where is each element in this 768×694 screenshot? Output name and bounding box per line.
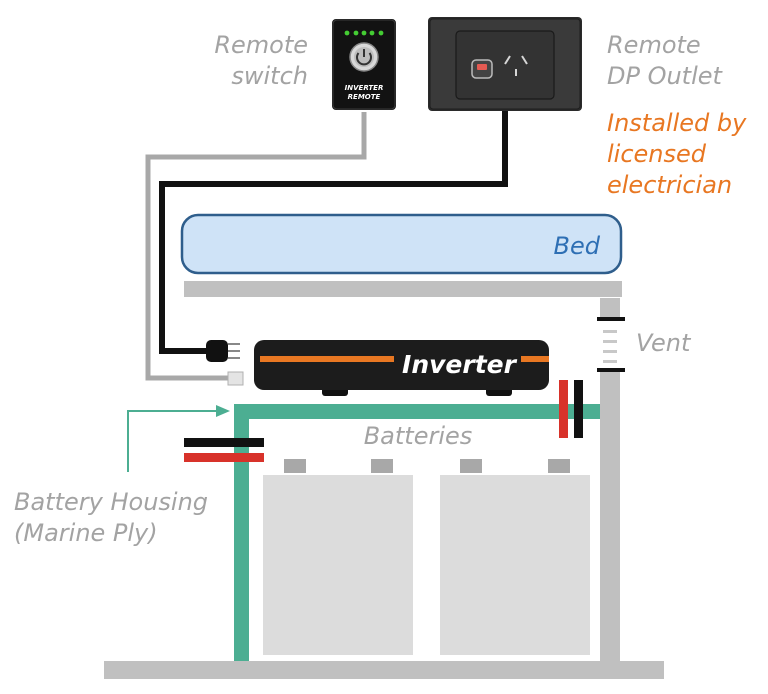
- battery-left: [263, 459, 413, 655]
- bed: Bed: [180, 213, 623, 275]
- remote-switch-label-line2: switch: [231, 62, 308, 90]
- battery-terminal: [284, 459, 306, 473]
- remote-device-label-line2: REMOTE: [348, 93, 381, 101]
- vent: [597, 298, 625, 664]
- led-icon: [369, 30, 375, 36]
- inverter-stripe: [260, 356, 394, 362]
- floor: [104, 661, 664, 679]
- led-icon: [353, 30, 359, 36]
- power-socket-icon: [504, 55, 528, 76]
- housing-vent-gap-panel: [589, 404, 600, 419]
- dp-outlet-device: [428, 17, 582, 111]
- bed-mattress: [180, 213, 623, 275]
- installed-by-label-line3: electrician: [607, 171, 732, 199]
- battery-housing-callout-arrow: [127, 405, 230, 472]
- inverter-body: [254, 340, 549, 390]
- battery-housing-label-line2: (Marine Ply): [14, 519, 158, 547]
- vent-label: Vent: [636, 329, 692, 357]
- inverter-label: Inverter: [402, 350, 518, 379]
- led-icon: [361, 30, 367, 36]
- remote-led-indicators: [344, 30, 384, 36]
- power-icon: [349, 42, 379, 72]
- left-cable-entry: [184, 438, 264, 462]
- led-icon: [344, 30, 350, 36]
- battery-body: [263, 475, 413, 655]
- battery-housing-label: Battery Housing (Marine Ply): [14, 488, 208, 547]
- battery-terminal: [460, 459, 482, 473]
- battery-right: [440, 459, 590, 655]
- housing-top-panel: [234, 404, 600, 419]
- power-plug-icon: [206, 340, 240, 362]
- bed-label: Bed: [554, 232, 601, 260]
- outlet-cable: [159, 110, 508, 354]
- installed-by-label: Installed by licensed electrician: [607, 109, 747, 199]
- battery-housing-label-line1: Battery Housing: [14, 488, 208, 516]
- inverter: Inverter: [254, 340, 549, 396]
- battery-body: [440, 475, 590, 655]
- remote-cable: [145, 110, 367, 381]
- dp-outlet-label-line1: Remote: [607, 31, 701, 59]
- remote-device-label-line1: INVERTER: [345, 84, 384, 92]
- installed-by-label-line2: licensed: [607, 140, 707, 168]
- housing-left-panel: [234, 404, 249, 664]
- remote-cable-connector: [227, 371, 244, 386]
- remote-switch-device: INVERTER REMOTE: [330, 17, 398, 112]
- dp-outlet-label-line2: DP Outlet: [607, 62, 724, 90]
- installed-by-label-line1: Installed by: [607, 109, 747, 137]
- right-cable-entry: [559, 380, 583, 438]
- led-icon: [378, 30, 384, 36]
- remote-switch-label-line1: Remote: [214, 31, 308, 59]
- bed-base-shelf: [184, 281, 622, 297]
- battery-terminal: [548, 459, 570, 473]
- battery-housing: [234, 404, 600, 664]
- remote-switch-label: Remote switch: [214, 31, 308, 90]
- batteries-label: Batteries: [364, 422, 473, 450]
- inverter-stripe: [521, 356, 549, 362]
- dp-outlet-label: Remote DP Outlet: [607, 31, 724, 90]
- rocker-switch-icon: [471, 59, 493, 79]
- battery-terminal: [371, 459, 393, 473]
